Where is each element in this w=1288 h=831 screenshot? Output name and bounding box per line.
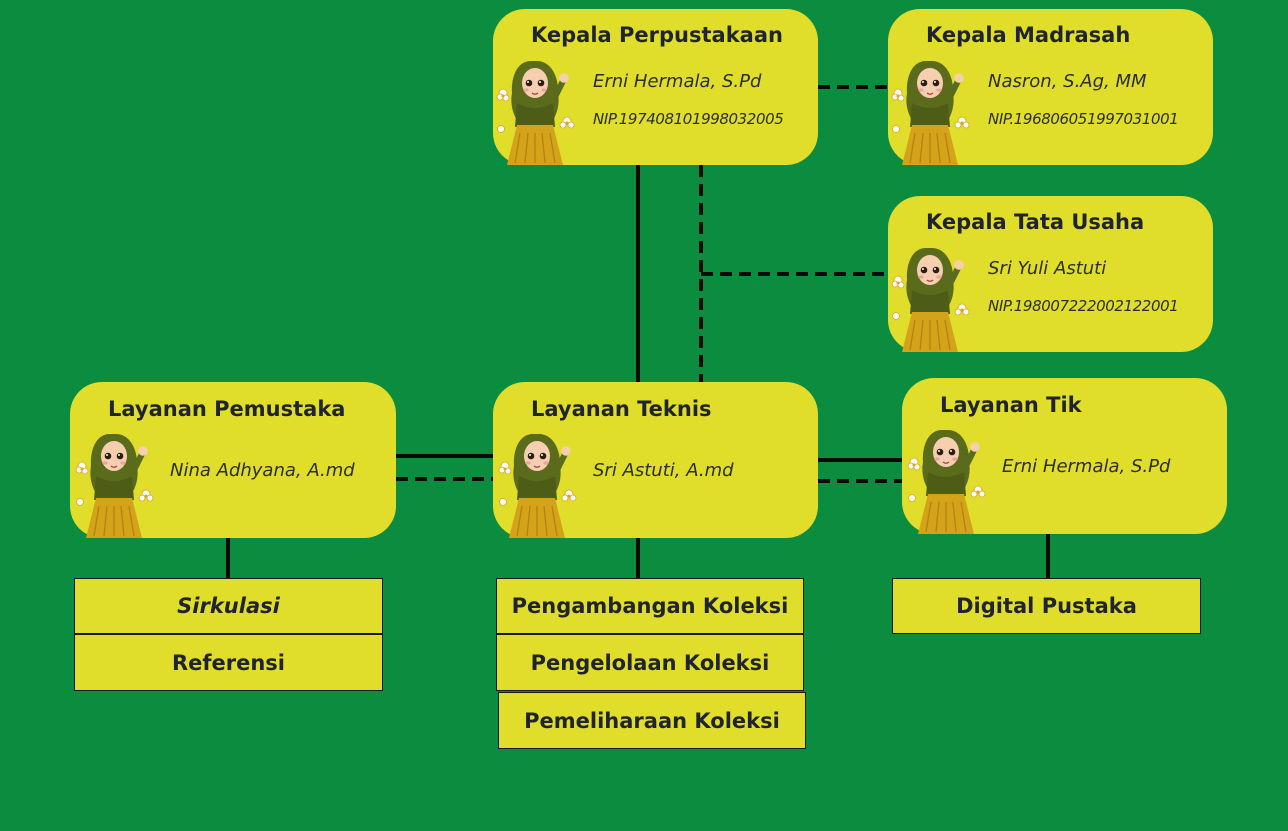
card-title: Kepala Perpustakaan <box>531 23 783 47</box>
card-layanan-tik: Layanan Tik Erni Hermala, S.Pd <box>902 378 1227 534</box>
card-name: Nina Adhyana, A.md <box>170 460 355 481</box>
person-icon <box>890 53 970 165</box>
card-name: Nasron, S.Ag, MM <box>988 71 1147 92</box>
card-title: Kepala Madrasah <box>926 23 1131 47</box>
person-icon <box>495 53 575 165</box>
unit-box-digital-pustaka: Digital Pustaka <box>892 578 1201 634</box>
card-kepala-perpustakaan: Kepala Perpustakaan Erni Hermala, S.Pd N… <box>493 9 818 165</box>
unit-box-pemeliharaan-koleksi: Pemeliharaan Koleksi <box>498 692 806 749</box>
card-title: Layanan Pemustaka <box>108 397 346 421</box>
card-name: Sri Yuli Astuti <box>988 258 1107 279</box>
card-nip: NIP.197408101998032005 <box>593 110 784 128</box>
person-icon <box>890 240 970 352</box>
card-layanan-teknis: Layanan Teknis Sri Astuti, A.md <box>493 382 818 538</box>
person-icon <box>906 422 986 534</box>
unit-box-referensi: Referensi <box>74 634 383 691</box>
card-name: Erni Hermala, S.Pd <box>1002 456 1171 477</box>
card-nip: NIP.196806051997031001 <box>988 110 1179 128</box>
card-name: Sri Astuti, A.md <box>593 460 734 481</box>
person-icon <box>497 426 577 538</box>
card-title: Kepala Tata Usaha <box>926 210 1145 234</box>
card-layanan-pemustaka: Layanan Pemustaka Nina Adhyana, A.md <box>70 382 396 538</box>
card-title: Layanan Teknis <box>531 397 712 421</box>
card-kepala-madrasah: Kepala Madrasah Nasron, S.Ag, MM NIP.196… <box>888 9 1213 165</box>
unit-box-pengambangan-koleksi: Pengambangan Koleksi <box>496 578 804 634</box>
person-icon <box>74 426 154 538</box>
card-name: Erni Hermala, S.Pd <box>593 71 762 92</box>
card-kepala-tata-usaha: Kepala Tata Usaha Sri Yuli Astuti NIP.19… <box>888 196 1213 352</box>
unit-box-pengelolaan-koleksi: Pengelolaan Koleksi <box>496 634 804 691</box>
card-nip: NIP.198007222002122001 <box>988 297 1179 315</box>
card-title: Layanan Tik <box>940 393 1082 417</box>
unit-box-sirkulasi: Sirkulasi <box>74 578 383 634</box>
